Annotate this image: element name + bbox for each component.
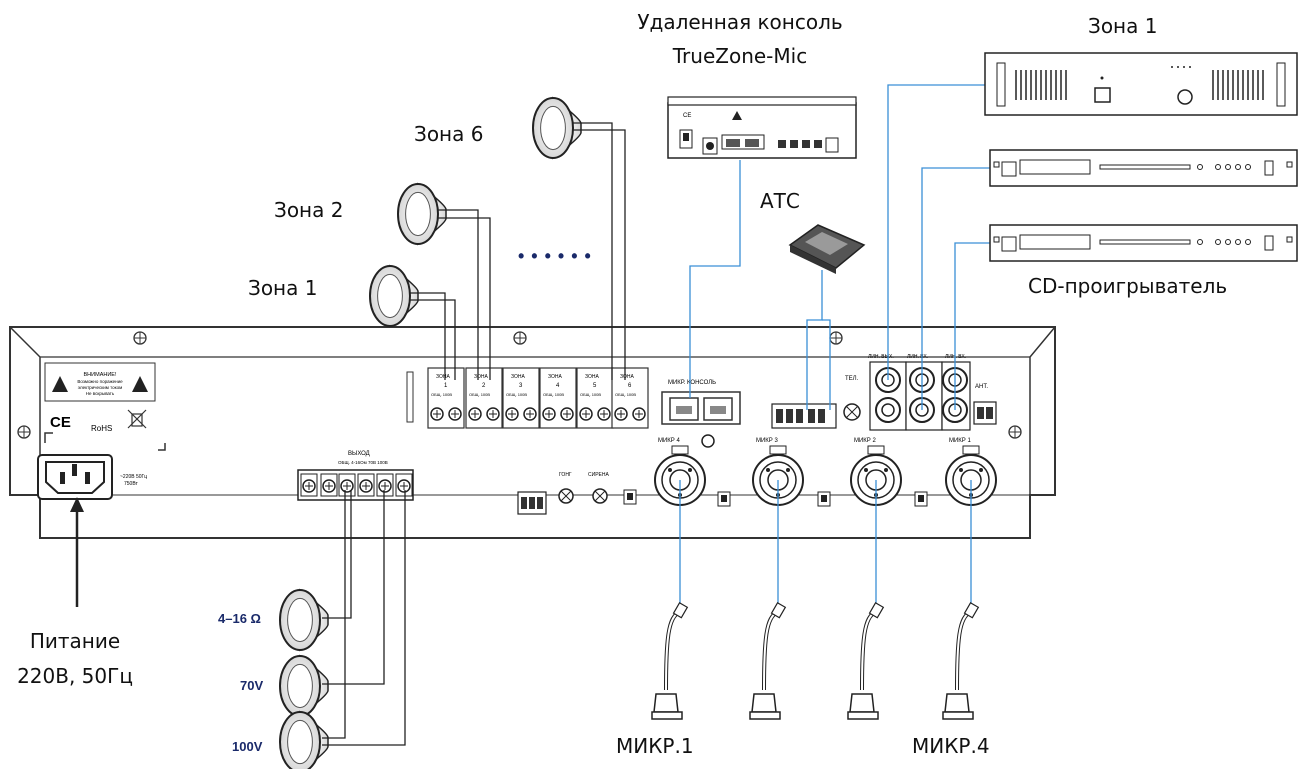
svg-text:ОБЩ. 100В: ОБЩ. 100В [506, 392, 527, 397]
svg-text:ТЕЛ.: ТЕЛ. [845, 376, 859, 382]
desk-microphones [651, 601, 980, 720]
desk-microphone-4 [942, 601, 980, 720]
svg-text:ЛИН. ВХ.: ЛИН. ВХ. [907, 354, 928, 360]
speaker-zone2 [397, 182, 447, 246]
svg-text:5: 5 [593, 383, 597, 389]
svg-text:ЗОНА: ЗОНА [585, 374, 599, 380]
zone1-label: Зона 1 [248, 276, 318, 300]
cd-player-1 [989, 149, 1298, 187]
cd-player-2 [989, 224, 1298, 262]
svg-text:МИКР 1: МИКР 1 [949, 438, 971, 444]
svg-text:ОБЩ. 100В: ОБЩ. 100В [615, 392, 636, 397]
output-terminal-labels: ОБЩ. 4-16Ом 70В 100В [338, 460, 388, 465]
svg-text:ЗОНА: ЗОНА [620, 374, 634, 380]
warning-title: ВНИМАНИЕ! [84, 372, 117, 378]
zone1-rack-label: Зона 1 [1088, 14, 1158, 38]
remote-console-device: CE [667, 96, 857, 159]
svg-text:МИКР 3: МИКР 3 [756, 438, 778, 444]
tel-knob: ТЕЛ. [843, 376, 861, 421]
cd-player-label: CD-проигрыватель [1028, 274, 1228, 298]
speaker-100v [279, 710, 329, 769]
svg-text:ГОНГ: ГОНГ [559, 472, 572, 478]
weee-icon [127, 409, 147, 429]
speaker-70v [279, 654, 329, 718]
power-inlet [37, 454, 113, 500]
mic-console-label: МИКР. КОНСОЛЬ [668, 380, 716, 386]
svg-text:2: 2 [482, 383, 486, 389]
svg-text:МИКР 4: МИКР 4 [658, 438, 680, 444]
mic-console-jacks: МИКР. КОНСОЛЬ [661, 380, 741, 425]
remote-console-label-2: TrueZone-Mic [672, 44, 808, 68]
speaker-4-16ohm [279, 588, 329, 652]
zone1-amplifier-rack [984, 52, 1298, 116]
mic1-label: МИКР.1 [616, 734, 694, 758]
svg-text:МИКР 2: МИКР 2 [854, 438, 876, 444]
zone6-label: Зона 6 [414, 122, 484, 146]
desk-microphone-2 [749, 601, 787, 720]
output-terminal: ВЫХОД ОБЩ. 4-16Ом 70В 100В [297, 451, 414, 501]
output-label: ВЫХОД [348, 451, 370, 457]
gong-knob: ГОНГ [558, 472, 574, 504]
warning-label: ВНИМАНИЕ! Возможно поражение электрическ… [44, 362, 156, 402]
speaker-label-70v: 70V [240, 678, 263, 693]
svg-text:ОБЩ. 100В: ОБЩ. 100В [543, 392, 564, 397]
svg-text:ОБЩ. 100В: ОБЩ. 100В [580, 392, 601, 397]
atc-label: АТС [760, 189, 800, 213]
warning-text-2: электрическим током [78, 385, 122, 390]
power-label-1: Питание [29, 629, 121, 653]
svg-text:ЛИН. ВЫХ.: ЛИН. ВЫХ. [868, 354, 894, 360]
svg-text:ОБЩ. 100В: ОБЩ. 100В [469, 392, 490, 397]
power-rating-2: 750Вт [124, 481, 139, 487]
rohs-mark: RoHS [91, 424, 112, 433]
antenna-terminal: АНТ. [973, 384, 997, 425]
svg-text:АНТ.: АНТ. [975, 384, 988, 390]
svg-text:ЗОНА: ЗОНА [474, 374, 488, 380]
siren-terminal [517, 491, 547, 515]
svg-text:ЗОНА: ЗОНА [511, 374, 525, 380]
svg-text:CE: CE [683, 113, 691, 119]
output-wiring [322, 490, 406, 746]
speaker-label-100v: 100V [232, 739, 263, 754]
svg-text:ОБЩ. 100В: ОБЩ. 100В [431, 392, 452, 397]
zone2-label: Зона 2 [274, 198, 344, 222]
desk-microphone-1 [651, 601, 689, 720]
zone-wiring [410, 122, 626, 380]
power-label-2: 220В, 50Гц [17, 664, 133, 688]
svg-text:СИРЕНА: СИРЕНА [588, 472, 609, 478]
mic4-label: МИКР.4 [912, 734, 990, 758]
signal-wiring-blue [679, 84, 990, 612]
remote-console-label-1: Удаленная консоль [637, 10, 843, 34]
warning-text-3: Не вскрывать [86, 391, 115, 396]
speaker-zone1 [369, 264, 419, 328]
speaker-label-ohm: 4–16 Ω [218, 611, 261, 626]
power-rating-1: ~220В 50Гц [120, 474, 147, 480]
dip-switches [623, 489, 928, 507]
power-arrow [70, 497, 84, 607]
more-zones-dots: • • • • • • [518, 246, 592, 266]
svg-text:1: 1 [444, 383, 448, 389]
svg-text:ЗОНА: ЗОНА [548, 374, 562, 380]
siren-knob: СИРЕНА [588, 472, 609, 504]
desk-microphone-3 [847, 601, 885, 720]
warning-text-1: Возможно поражение [77, 379, 123, 384]
svg-text:ЗОНА: ЗОНА [436, 374, 450, 380]
svg-text:4: 4 [556, 383, 560, 389]
svg-text:3: 3 [519, 383, 523, 389]
svg-text:6: 6 [628, 383, 632, 389]
ce-mark: CE [50, 414, 71, 431]
phone-device [788, 224, 866, 274]
speaker-zone6 [532, 96, 582, 160]
priority-terminal [771, 403, 837, 429]
